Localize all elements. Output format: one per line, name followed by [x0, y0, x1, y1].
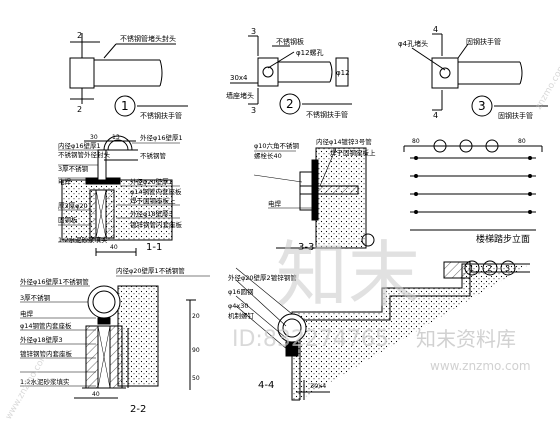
sec44-circle-1: 1 — [469, 264, 474, 273]
watermark-url: www.znzmo.com — [430, 359, 531, 373]
sec22-dim-50: 50 — [192, 375, 200, 382]
sec22-dim-40: 40 — [92, 391, 100, 398]
watermark-side: znzmo.com — [534, 62, 560, 111]
view-3-hole-label: φ4孔堵头 — [398, 39, 428, 48]
view-3-number: 3 — [478, 99, 486, 113]
watermark-brand: 知末资料库 — [416, 327, 516, 351]
sec22-title: 2-2 — [130, 404, 146, 415]
sec44-dim: 30x4 — [310, 382, 326, 390]
sec11-rlabel-0: 外径φ16壁厚1 — [140, 133, 183, 142]
sec33-label-0: φ10六角不锈钢 — [254, 141, 300, 150]
sec11-rlabel-4: 焊于固钢座板上 — [130, 196, 176, 205]
section-2-2 — [20, 275, 210, 399]
sec11-label-1: 不锈钢管外径封头 — [58, 150, 111, 159]
sec22-label-6: 1:2水泥砂浆填实 — [20, 377, 70, 386]
sec11-rlabel-6: 镀锌钢管内套座板 — [130, 220, 183, 229]
view-1 — [69, 33, 188, 117]
sec11-dim-40: 40 — [110, 244, 118, 251]
view-3-cut-b: 4 — [433, 111, 438, 120]
sec11-title: 1-1 — [146, 242, 162, 253]
sec44-label-2: φ4x30 — [228, 302, 249, 310]
sec11-rlabel-3: φ14钢管内套座板 — [130, 187, 182, 196]
view-1-bottom-label: 不锈钢扶手管 — [140, 111, 182, 120]
sec11-label-0: 内径φ16壁厚1 — [58, 141, 101, 150]
watermark-diag: www.znzmo.com — [4, 351, 50, 421]
view-2-end-label: 墙座堵头 — [226, 91, 254, 100]
sec33-rlabel-1: 焊于固钢座板上 — [330, 148, 376, 157]
sec11-label-4: 厚3厚φ20 — [58, 202, 88, 210]
sec11-label-5: 固钢板 — [58, 215, 78, 224]
section-1-1-left-labels: 内径φ16壁厚1 不锈钢管外径封头 3厚不锈钢 电焊 厚3厚φ20 固钢板 1:… — [58, 141, 111, 244]
sec22-dim-90: 90 — [192, 347, 200, 354]
bolt-hole — [262, 66, 274, 78]
sec11-label-3: 电焊 — [58, 177, 72, 186]
pipe-end-cap — [69, 57, 95, 89]
section-1-1 — [58, 135, 180, 256]
watermark: 知末 ID:832274765 知末资料库 www.znzmo.com znzm… — [4, 62, 560, 421]
sec44-circle-3: 3 — [505, 264, 510, 273]
view-2-bottom-label: 不锈钢扶手管 — [306, 110, 348, 119]
view-2-plate-label: 不锈钢板 — [276, 37, 304, 46]
sec22-label-3: φ14钢管内套座板 — [20, 321, 72, 330]
sec22-label-5: 镀锌钢管内套座板 — [20, 349, 73, 358]
view-2 — [230, 35, 352, 115]
sec44-label-3: 机制螺钉 — [228, 311, 255, 320]
elev-title: 楼梯踏步立面 — [476, 233, 530, 245]
sec44-title: 4-4 — [258, 380, 274, 391]
wall-plate — [257, 57, 279, 87]
view-1-number: 1 — [121, 99, 129, 113]
view-2-dim-width: 30x4 — [230, 74, 248, 82]
view-2-cut-b: 3 — [251, 106, 256, 115]
watermark-id: ID:832274765 — [232, 327, 389, 352]
section-2-2-labels: 外径φ16壁厚1不锈钢管 3厚不锈钢 电焊 φ14钢管内套座板 外径φ18壁厚3… — [20, 266, 185, 386]
view-3-bottom-label: 固钢扶手管 — [498, 111, 533, 120]
sec44-label-0: 外径φ20壁厚2镀锌钢管 — [228, 273, 297, 282]
sec22-label-4: 外径φ18壁厚3 — [20, 335, 63, 344]
sec22-rlabel-0: 内径φ20壁厚1不锈钢管 — [116, 266, 185, 275]
elev-dim-right: 80 — [518, 138, 526, 145]
section-1-1-right-labels: 外径φ16壁厚1 不锈钢管 外径φ20壁厚1 φ14钢管内套座板 焊于固钢座板上… — [130, 133, 183, 229]
sec44-label-1: φ16圆钢 — [228, 288, 254, 296]
section-4-4-labels: 外径φ20壁厚2镀锌钢管 φ16圆钢 φ4x30 机制螺钉 — [228, 273, 297, 320]
view-2-dim-diameter: φ12 — [336, 69, 350, 77]
elev-dim-left: 80 — [412, 138, 420, 145]
view-2-hole-label: φ12螺孔 — [296, 48, 324, 57]
view-1-top-label: 不锈钢管堵头封头 — [120, 34, 176, 43]
sec22-dim-20: 20 — [192, 313, 200, 320]
sec11-rlabel-5: 外径φ18壁厚3 — [130, 209, 173, 218]
sec44-circle-2: 2 — [487, 264, 492, 273]
sec22-label-1: 3厚不锈钢 — [20, 293, 51, 302]
section-4-4 — [235, 260, 530, 401]
sec33-title: 3-3 — [298, 242, 314, 253]
sec11-rlabel-2: 外径φ20壁厚1 — [130, 177, 173, 186]
sec11-label-2: 3厚不锈钢 — [58, 164, 89, 173]
view-1-cut-label-b: 2 — [77, 105, 82, 114]
stair-elevation — [403, 139, 543, 231]
sec22-label-2: 电焊 — [20, 309, 34, 318]
view-1-cut-label: 2 — [77, 31, 82, 40]
view-2-number: 2 — [286, 97, 294, 111]
section-3-3 — [253, 147, 375, 249]
view-3-top-label: 固钢扶手管 — [466, 37, 501, 46]
view-2-cut-a: 3 — [251, 27, 256, 36]
sec11-label-6: 1:2水泥砂浆填实 — [58, 235, 108, 244]
sec33-label-2: 电焊 — [268, 199, 282, 208]
sec33-rlabel-0: 内径φ14镀锌3号管 — [316, 137, 372, 146]
sec33-label-1: 螺栓长40 — [254, 151, 282, 160]
sec11-dim-13: 13 — [112, 134, 120, 141]
sec11-dim-30: 30 — [90, 134, 98, 141]
sec22-label-0: 外径φ16壁厚1不锈钢管 — [20, 277, 89, 286]
sec11-rlabel-1: 不锈钢管 — [140, 151, 167, 160]
watermark-big: 知末 — [276, 233, 420, 317]
view-3-cut-a: 4 — [433, 25, 438, 34]
view-3 — [411, 33, 548, 117]
